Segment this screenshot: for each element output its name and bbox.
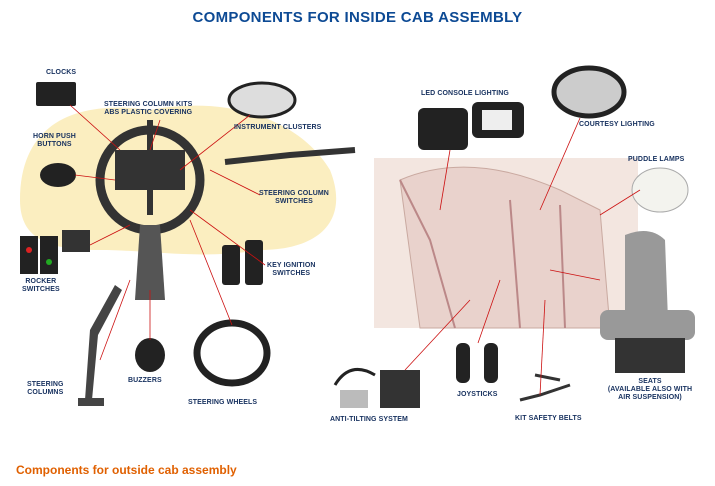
label-buzzers: BUZZERS bbox=[128, 377, 162, 384]
label-clocks: CLOCKS bbox=[46, 69, 77, 76]
cab-image bbox=[374, 158, 638, 329]
label-line: HORN PUSH bbox=[33, 133, 76, 140]
key-ignition-image bbox=[222, 240, 263, 285]
label-joysticks: JOYSTICKS bbox=[457, 391, 498, 398]
rocker-switch-image bbox=[20, 230, 90, 274]
label-line: (AVAILABLE ALSO WITH bbox=[607, 386, 693, 393]
label-horn-push-buttons: HORN PUSH BUTTONS bbox=[33, 133, 76, 149]
led-console-image bbox=[418, 108, 468, 150]
label-led-console-lighting: LED CONSOLE LIGHTING bbox=[421, 90, 509, 97]
column-switch-image bbox=[224, 147, 356, 165]
label-line: STEERING COLUMN KITS bbox=[104, 101, 193, 108]
outside-cab-link[interactable]: Components for outside cab assembly bbox=[16, 463, 237, 477]
label-instrument-clusters: INSTRUMENT CLUSTERS bbox=[234, 124, 322, 131]
label-line: SEATS bbox=[638, 378, 662, 385]
page-title: COMPONENTS FOR INSIDE CAB ASSEMBLY bbox=[192, 9, 523, 26]
label-line: AIR SUSPENSION) bbox=[618, 394, 682, 401]
seat-image bbox=[600, 231, 695, 373]
joystick-image bbox=[456, 343, 498, 383]
label-steering-wheels: STEERING WHEELS bbox=[188, 399, 258, 406]
courtesy-light-image bbox=[551, 65, 627, 119]
label-line: SWITCHES bbox=[275, 198, 313, 205]
label-line: ABS PLASTIC COVERING bbox=[104, 109, 193, 116]
label-line: COLUMNS bbox=[27, 389, 64, 396]
instrument-cluster-image bbox=[227, 81, 297, 119]
label-line: BUTTONS bbox=[37, 141, 72, 148]
puddle-lamp-image bbox=[631, 167, 689, 213]
leader-lines bbox=[69, 104, 641, 396]
label-key-ignition-switches: KEY IGNITION SWITCHES bbox=[267, 262, 316, 278]
label-puddle-lamps: PUDDLE LAMPS bbox=[628, 156, 685, 163]
label-line: SWITCHES bbox=[22, 286, 60, 293]
steering-wheel-image bbox=[193, 319, 271, 387]
anti-tilting-image bbox=[380, 370, 420, 408]
label-line: ROCKER bbox=[25, 278, 57, 285]
label-line: KEY IGNITION bbox=[267, 262, 316, 269]
steering-column-image bbox=[85, 285, 122, 400]
safety-belt-image bbox=[519, 373, 571, 402]
label-line: SWITCHES bbox=[272, 270, 311, 277]
label-line: STEERING COLUMN bbox=[259, 190, 329, 197]
label-steering-columns: STEERING COLUMNS bbox=[27, 381, 64, 397]
label-steering-column-kits: STEERING COLUMN KITS ABS PLASTIC COVERIN… bbox=[104, 101, 192, 117]
label-seats: SEATS (AVAILABLE ALSO WITH AIR SUSPENSIO… bbox=[600, 378, 700, 402]
label-steering-column-switches: STEERING COLUMN SWITCHES bbox=[259, 190, 329, 206]
label-kit-safety-belts: KIT SAFETY BELTS bbox=[515, 415, 582, 422]
clock-image bbox=[36, 82, 76, 106]
buzzer-image bbox=[135, 338, 165, 372]
horn-button-image bbox=[40, 163, 76, 187]
label-anti-tilting-system: ANTI-TILTING SYSTEM bbox=[330, 416, 408, 423]
label-courtesy-lighting: COURTESY LIGHTING bbox=[579, 121, 655, 128]
label-line: STEERING bbox=[27, 381, 64, 388]
label-rocker-switches: ROCKER SWITCHES bbox=[22, 278, 60, 294]
